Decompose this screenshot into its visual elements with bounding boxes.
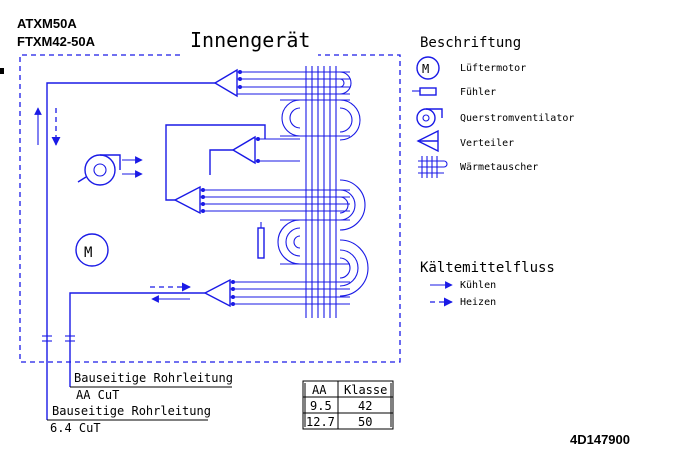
sensor-icon (257, 222, 265, 259)
flare-connection-2 (65, 335, 75, 342)
diagram-title: Innengerät (190, 28, 310, 52)
field-pipe-1-spec: AA CuT (76, 388, 119, 402)
distributor-top (213, 68, 350, 98)
table-header-aa: AA (312, 383, 327, 397)
legend-label-crossflow-fan: Querstromventilator (460, 113, 574, 124)
model-name-1: ATXM50A (17, 16, 77, 31)
heat-exchanger-icon (418, 156, 448, 178)
heat-exchanger-icon (277, 66, 369, 318)
legend-fan-motor: M Lüftermotor (416, 56, 526, 80)
table-header-class: Klasse (344, 383, 387, 397)
legend-cooling: Kühlen (430, 280, 496, 291)
distributor-bottom (203, 278, 350, 308)
distributor-middle (209, 135, 300, 175)
document-id: 4D147900 (570, 432, 630, 447)
field-pipe-2-label: Bauseitige Rohrleitung (52, 404, 211, 418)
legend-distributor: Verteiler (416, 129, 514, 153)
crossflow-fan-icon (416, 108, 436, 128)
legend-label-heat-exchanger: Wärmetauscher (460, 162, 538, 173)
indoor-unit-boundary (19, 54, 401, 363)
outer-pipe-left (46, 82, 215, 420)
motor-glyph: M (422, 62, 429, 76)
legend-label-distributor: Verteiler (460, 138, 514, 149)
legend-heat-exchanger: Wärmetauscher (418, 156, 538, 178)
crossflow-fan-icon (77, 154, 143, 186)
edge-marker (0, 68, 4, 74)
legend-crossflow-fan: Querstromventilator (416, 108, 574, 128)
legend-heading: Beschriftung (420, 35, 521, 51)
field-pipe-1-label: Bauseitige Rohrleitung (74, 371, 233, 385)
legend-label-cooling: Kühlen (460, 280, 496, 291)
table-cell: 50 (358, 415, 372, 429)
legend-heating: Heizen (430, 297, 496, 308)
model-name-2: FTXM42-50A (17, 34, 96, 49)
legend-label-heating: Heizen (460, 297, 496, 308)
table-cell: 9.5 (310, 399, 332, 413)
flow-heading: Kältemittelfluss (420, 260, 555, 276)
field-pipe-2-spec: 6.4 CuT (50, 421, 101, 435)
legend-label-fan-motor: Lüftermotor (460, 63, 526, 74)
pipe-size-table: AA Klasse 9.5 42 12.7 50 (302, 380, 394, 430)
distributor-lower (165, 124, 350, 215)
sensor-icon (419, 87, 437, 96)
table-cell: 12.7 (306, 415, 335, 429)
outer-pipe-right (69, 292, 205, 387)
table-cell: 42 (358, 399, 372, 413)
legend-sensor: Fühler (412, 87, 496, 98)
fan-motor-icon (416, 56, 440, 80)
legend-label-sensor: Fühler (460, 87, 496, 98)
flare-connection-1 (42, 335, 52, 342)
svg-text:M: M (84, 245, 92, 261)
fan-motor-icon: M (75, 233, 109, 267)
junction-dots (201, 70, 260, 306)
